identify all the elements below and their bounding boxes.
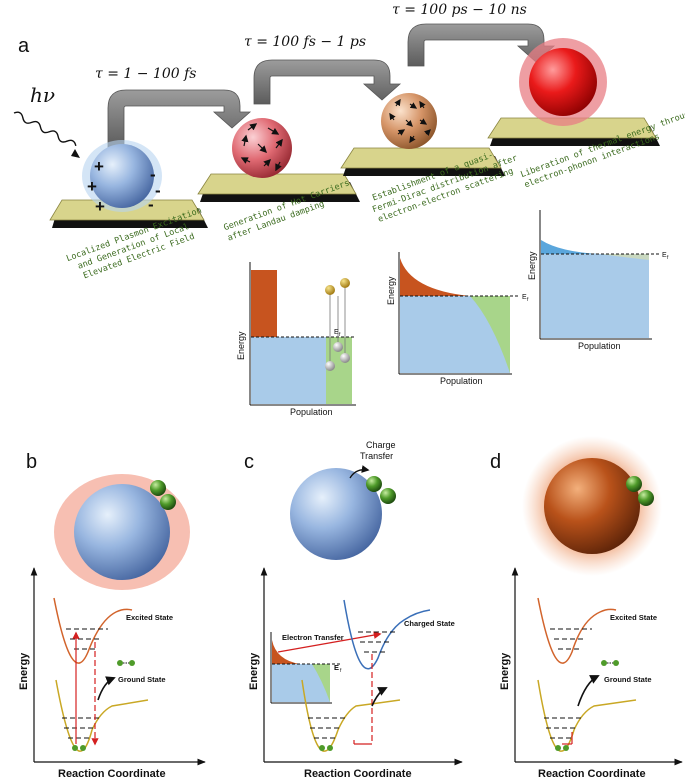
tau-label-2: τ = 100 fs − 1 ps bbox=[244, 34, 366, 50]
transition-arrow-3 bbox=[407, 23, 556, 67]
photon-wave bbox=[13, 111, 77, 147]
svg-text:Energy: Energy bbox=[527, 251, 537, 280]
fermi-dirac-sphere bbox=[381, 93, 437, 149]
panel-label-b: b bbox=[26, 451, 37, 473]
svg-text:Reaction Coordinate: Reaction Coordinate bbox=[58, 768, 166, 780]
svg-text:f: f bbox=[340, 668, 342, 674]
platform-4 bbox=[487, 117, 660, 146]
svg-text:Energy: Energy bbox=[386, 276, 396, 305]
svg-text:Energy: Energy bbox=[236, 331, 246, 360]
svg-text:Energy: Energy bbox=[18, 652, 30, 690]
sphere-d bbox=[522, 436, 662, 576]
svg-text:Reaction Coordinate: Reaction Coordinate bbox=[304, 768, 412, 780]
platform-3 bbox=[340, 147, 505, 176]
photon-label: hν bbox=[30, 83, 55, 107]
svg-text:Ground State: Ground State bbox=[604, 675, 652, 684]
sphere-b bbox=[54, 474, 190, 590]
svg-text:f: f bbox=[339, 332, 341, 338]
svg-text:Population: Population bbox=[440, 376, 483, 386]
diagram-d: Excited State Ground State Energy Reacti… bbox=[499, 567, 683, 780]
svg-text:+: + bbox=[95, 197, 105, 216]
transition-arrow-1 bbox=[107, 89, 252, 149]
svg-text:Transfer: Transfer bbox=[360, 451, 393, 461]
svg-text:f: f bbox=[667, 255, 669, 261]
svg-text:Excited State: Excited State bbox=[610, 613, 657, 622]
svg-text:-: - bbox=[150, 165, 156, 184]
panel-label-a: a bbox=[18, 35, 30, 57]
svg-text:E: E bbox=[334, 663, 339, 672]
thermal-sphere bbox=[519, 38, 607, 126]
plasmon-sphere: + + + - - - bbox=[82, 140, 162, 216]
diagram-c: E f Electron Transfer Charged State Ener… bbox=[248, 567, 463, 780]
svg-text:-: - bbox=[148, 195, 154, 214]
svg-text:Ground State: Ground State bbox=[118, 675, 166, 684]
svg-text:E: E bbox=[522, 294, 527, 301]
tau-label-3: τ = 100 ps − 10 ns bbox=[392, 2, 527, 18]
hot-carrier-sphere bbox=[232, 118, 292, 178]
photon-arrowhead bbox=[71, 149, 80, 158]
tau-label-1: τ = 1 − 100 fs bbox=[95, 66, 196, 82]
svg-text:+: + bbox=[94, 157, 104, 176]
svg-text:f: f bbox=[527, 297, 529, 303]
svg-text:-: - bbox=[155, 181, 161, 200]
panel-label-d: d bbox=[490, 451, 501, 473]
svg-text:Charged State: Charged State bbox=[404, 619, 455, 628]
plot-fermi-dirac: Energy Population E f bbox=[386, 252, 529, 386]
svg-text:Charge: Charge bbox=[366, 440, 396, 450]
platform-2 bbox=[197, 173, 360, 202]
sphere-c: Charge Transfer bbox=[290, 440, 396, 560]
diagram-b: Excited State Ground State Energy Reacti… bbox=[18, 567, 206, 780]
svg-text:Excited State: Excited State bbox=[126, 613, 173, 622]
svg-text:Population: Population bbox=[290, 407, 333, 417]
svg-text:Population: Population bbox=[578, 341, 621, 351]
svg-text:Energy: Energy bbox=[499, 652, 511, 690]
plot-thermal: Energy Population E f bbox=[527, 210, 669, 351]
svg-text:Electron Transfer: Electron Transfer bbox=[282, 633, 344, 642]
plot-hot-carriers: Energy Population E f bbox=[236, 262, 356, 417]
panel-label-c: c bbox=[244, 451, 254, 473]
svg-text:+: + bbox=[87, 177, 97, 196]
svg-text:E: E bbox=[662, 252, 667, 259]
svg-text:Reaction Coordinate: Reaction Coordinate bbox=[538, 768, 646, 780]
transition-arrow-2 bbox=[253, 59, 402, 105]
svg-text:Energy: Energy bbox=[248, 652, 260, 690]
svg-text:E: E bbox=[334, 329, 339, 336]
